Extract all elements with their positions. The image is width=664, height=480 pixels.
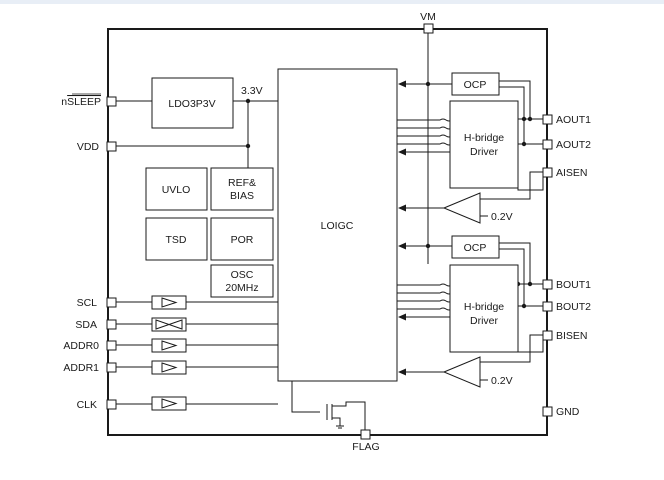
pin-label-gnd: GND (556, 406, 580, 418)
pin-label-nsleep: nSLEEP (61, 96, 101, 108)
ldo-block (151, 77, 234, 129)
clk-buffer (151, 396, 187, 411)
logic-block (277, 68, 398, 382)
ocp-a-label: OCP (464, 79, 487, 91)
sda-bidirectional-buffer (151, 317, 187, 332)
pin-nsleep (106, 96, 117, 107)
hbridge-a-label-line1: H-bridge (464, 132, 504, 144)
pin-bout2 (542, 301, 553, 312)
pin-bisen (542, 330, 553, 341)
addr1-buffer (151, 360, 187, 375)
pin-label-aout1: AOUT1 (556, 114, 591, 126)
tsd-block (145, 217, 208, 261)
ocp-b-block (451, 235, 500, 259)
junction-dots (245, 81, 533, 309)
pin-flag (360, 429, 371, 440)
hbridge-b-label-line2: Driver (470, 315, 499, 327)
pin-addr0 (106, 340, 117, 351)
pin-label-flag: FLAG (352, 441, 379, 453)
ocp-b-label: OCP (464, 242, 487, 254)
chip-outline (107, 28, 548, 436)
osc-label-line2: 20MHz (225, 282, 258, 294)
uvlo-block (145, 167, 208, 211)
ldo-output-label: 3.3V (241, 85, 263, 97)
pin-label-nsleep-bar: SLEEP (67, 96, 101, 108)
hbridge-b-block (449, 264, 519, 353)
scl-buffer (151, 295, 187, 310)
pin-label-clk: CLK (77, 399, 97, 411)
comparator-a (442, 192, 481, 224)
top-border-strip (0, 0, 664, 4)
ocp-a-block (451, 72, 500, 96)
pin-label-nsleep-prefix: n (61, 96, 67, 108)
comparator-b (442, 356, 481, 388)
pin-gnd (542, 406, 553, 417)
pin-aout1 (542, 114, 553, 125)
pin-aout2 (542, 139, 553, 150)
ldo-label: LDO3P3V (168, 98, 215, 110)
pin-label-bisen: BISEN (556, 330, 588, 342)
pin-vm (423, 23, 434, 34)
pin-sda (106, 319, 117, 330)
pin-bout1 (542, 279, 553, 290)
por-label: POR (231, 234, 254, 246)
pin-vdd (106, 141, 117, 152)
hbridge-a-block (449, 100, 519, 189)
tsd-label: TSD (166, 234, 187, 246)
addr0-buffer (151, 338, 187, 353)
osc-block (210, 264, 274, 298)
pin-addr1 (106, 362, 117, 373)
pin-scl (106, 297, 117, 308)
comp-a-ref-label: 0.2V (491, 211, 513, 223)
pin-label-bout2: BOUT2 (556, 301, 591, 313)
ref-label-line1: REF& (228, 177, 256, 189)
logic-label: LOIGC (321, 220, 354, 232)
pin-label-vdd: VDD (77, 141, 100, 153)
hbridge-a-label-line2: Driver (470, 146, 499, 158)
pin-label-vm: VM (420, 11, 436, 23)
pin-label-addr1: ADDR1 (63, 362, 99, 374)
gate-drive-lines (397, 118, 453, 311)
pin-aisen (542, 167, 553, 178)
uvlo-label: UVLO (162, 184, 191, 196)
ref-bias-block (210, 167, 274, 211)
pin-label-aisen: AISEN (556, 167, 588, 179)
osc-label-line1: OSC (231, 269, 254, 281)
pin-clk (106, 399, 117, 410)
ref-label-line2: BIAS (230, 190, 254, 202)
por-block (210, 217, 274, 261)
feedback-arrows (398, 80, 450, 376)
pin-label-scl: SCL (77, 297, 98, 309)
hbridge-b-label-line1: H-bridge (464, 301, 504, 313)
pin-label-bout1: BOUT1 (556, 279, 591, 291)
pin-label-aout2: AOUT2 (556, 139, 591, 151)
pin-label-addr0: ADDR0 (63, 340, 99, 352)
pin-label-sda: SDA (75, 319, 97, 331)
comp-b-ref-label: 0.2V (491, 375, 513, 387)
